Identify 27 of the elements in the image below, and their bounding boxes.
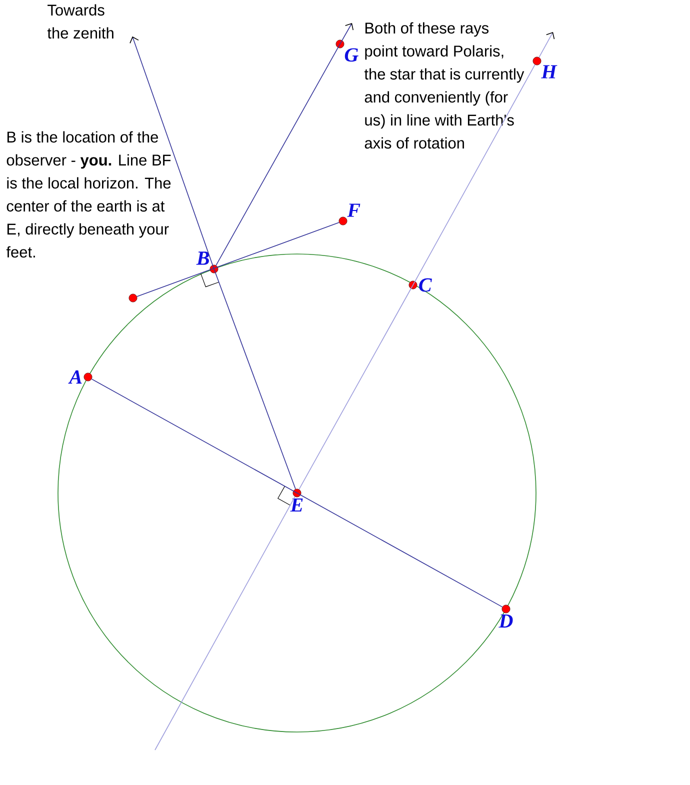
node-label: C [419, 278, 432, 292]
direction-label: Towards the zenith [47, 4, 114, 39]
node-label: G [344, 48, 358, 62]
node-label: A [68, 370, 82, 384]
node-label: F [347, 204, 360, 217]
node-label: E [290, 498, 303, 512]
ray-arrow [216, 23, 354, 266]
line-segment [91, 378, 503, 608]
labeled-point: B [196, 252, 218, 274]
labeled-point: F [338, 204, 360, 226]
axis-line [154, 496, 296, 750]
ray-arrow [130, 36, 296, 490]
node-label: D [498, 614, 513, 628]
labeled-point: H [532, 56, 558, 78]
note-text: Both of these rays point toward Polaris, the star that is currently and conveniently (for us) in line with Earth's axis of rotation [364, 22, 524, 149]
labeled-point: G [336, 40, 358, 62]
labeled-point: C [408, 278, 432, 292]
node-label: B [196, 252, 210, 265]
node-label: H [541, 65, 558, 78]
labeled-point: D [498, 604, 513, 628]
horizon-line [136, 222, 340, 297]
ray-arrow [538, 32, 555, 58]
labeled-point: A [68, 370, 92, 384]
labeled-point: E [290, 488, 303, 512]
point-dot [128, 294, 138, 302]
note-text: B is the location of the observer - you. Line BF is the local horizon. The center of the earth is at E, directly beneath your feet. [6, 131, 171, 258]
axis-line [298, 64, 536, 490]
